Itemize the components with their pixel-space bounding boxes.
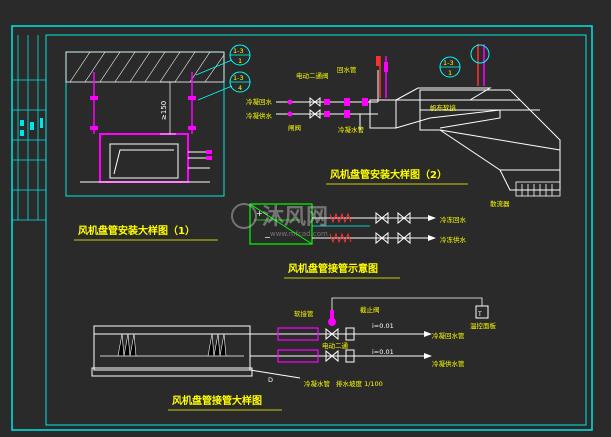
schematic-plus: + — [256, 209, 263, 218]
watermark: 沐风网 www.mfcad.com — [231, 203, 328, 238]
outer-frame — [11, 25, 593, 431]
label-d: D — [268, 376, 273, 384]
schematic-minus: − — [264, 233, 271, 242]
label-pipe-a: 软接管 — [294, 309, 314, 318]
detail-valves — [325, 327, 355, 363]
watermark-brand: 沐风网 — [262, 205, 328, 230]
label-elec-valve: 电动二通阀 — [296, 71, 329, 80]
label-gate-valve-2: 截止阀 — [360, 305, 380, 314]
section-mark-b — [197, 71, 251, 101]
dimension-150-text: ≥150 — [160, 101, 168, 120]
section-mark-b-bottom: 4 — [238, 84, 242, 92]
label-canvas-joint: 帆布软接 — [430, 103, 457, 112]
inner-frame — [45, 34, 587, 426]
label-slope-2: i=0.01 — [372, 348, 394, 356]
label-thermostat: 温控面板 — [470, 321, 497, 330]
label-return-pipe: 回水管 — [337, 65, 357, 74]
label-louver: 散流器 — [490, 199, 510, 208]
schematic-valves — [375, 211, 411, 245]
duct-3d — [419, 89, 561, 191]
title-block-strip — [12, 35, 46, 221]
label-drain-slope: 排水坡度 1/100 — [336, 379, 383, 388]
section-mark-a-bottom: 1 — [238, 57, 242, 65]
thermostat-box — [475, 305, 489, 319]
risers-red — [376, 56, 388, 98]
section-mark-c-top: 1-3 — [443, 59, 454, 67]
label-chill-supply: 冷凝供水 — [246, 111, 273, 120]
label-supply-water-2: 冷凝供水管 — [432, 359, 465, 368]
label-condensate: 冷凝水管 — [338, 125, 365, 134]
valve-symbols-2 — [309, 96, 321, 120]
pipe-stub-ends — [206, 150, 212, 160]
detail-flex-hoses — [277, 327, 319, 363]
hanger-nuts — [90, 96, 196, 130]
schematic-unit — [249, 203, 313, 245]
risers-right — [470, 44, 490, 86]
title-piping-schematic: 风机盘管接管示意图 — [288, 262, 378, 275]
section-mark-c — [439, 56, 461, 78]
title-block-ticks — [20, 118, 43, 136]
detail-pipes — [249, 333, 430, 379]
valves-detail-2 — [287, 98, 368, 118]
schematic-arrows — [428, 215, 436, 241]
title-install-1: 风机盘管安装大样图（1） — [78, 224, 195, 237]
hanger-rods — [93, 72, 193, 134]
label-supply-water: 冷冻供水 — [440, 235, 467, 244]
label-return-water: 冷冻回水 — [440, 215, 467, 224]
detail-unit-box — [91, 325, 253, 377]
concrete-slab — [65, 51, 225, 83]
watermark-url: www.mfcad.com — [270, 230, 328, 238]
label-elec-valve-2: 电动二通 — [322, 341, 349, 350]
label-return-water-2: 冷凝回水管 — [432, 331, 465, 340]
label-condensate-2: 冷凝水管 — [304, 379, 331, 388]
section-mark-b-top: 1-3 — [233, 74, 244, 82]
title-piping-detail: 风机盘管接管大样图 — [172, 394, 262, 407]
louver-diffuser — [515, 181, 561, 197]
label-chill-return: 冷凝回水 — [246, 97, 273, 106]
section-mark-a-top: 1-3 — [233, 47, 244, 55]
detail-arrows — [424, 331, 432, 359]
thermostat-symbol: T — [477, 311, 482, 318]
title-install-2: 风机盘管安装大样图（2） — [330, 168, 447, 181]
section-mark-a — [195, 44, 251, 76]
label-slope-1: i=0.01 — [372, 322, 394, 330]
thermostat-wire — [331, 297, 483, 310]
fan-coil-unit-1 — [99, 133, 189, 183]
section-mark-c-bottom: 1 — [448, 69, 452, 77]
detail-unit-fins — [117, 333, 227, 357]
label-gate-valve: 闸阀 — [288, 123, 301, 132]
detail-elec-actuator — [328, 310, 336, 326]
schematic-coils — [329, 212, 352, 244]
dimension-150 — [160, 81, 176, 135]
